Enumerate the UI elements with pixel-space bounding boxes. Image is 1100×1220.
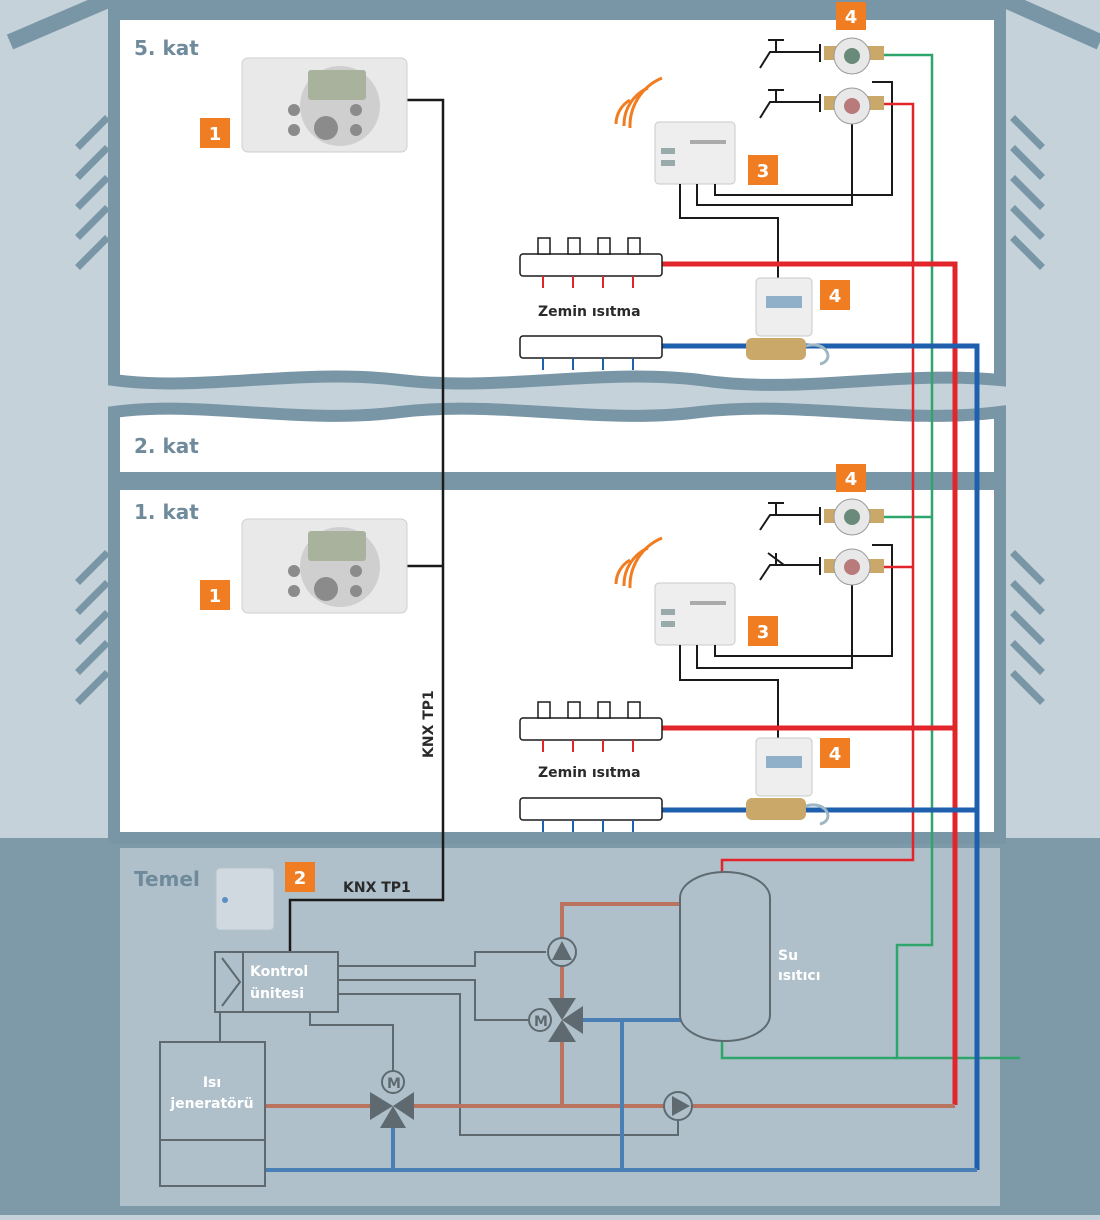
water-heater-tank <box>679 871 771 1042</box>
badge-heat-meter-bottom: 4 <box>820 738 850 768</box>
meter-wiring <box>679 81 893 742</box>
wireless-icon <box>614 76 663 129</box>
heating-supply-riser <box>660 261 958 1105</box>
svg-text:1: 1 <box>209 586 222 607</box>
mixing-valve-icon: M <box>370 1070 414 1128</box>
manifold-return-bottom <box>519 797 663 832</box>
floor-heating-label-top: Zemin ısıtma <box>538 304 641 320</box>
knx-bus-basement-label: KNX TP1 <box>343 880 411 896</box>
knx-bus-vertical-label: KNX TP1 <box>421 690 437 758</box>
floor-5-label: 5. kat <box>134 36 199 60</box>
badge-room-unit-bottom: 1 <box>200 580 230 610</box>
heat-meter-bottom <box>746 737 830 826</box>
svg-text:4: 4 <box>829 286 842 307</box>
badge-knx-gateway: 2 <box>285 862 315 892</box>
badge-room-unit-top: 1 <box>200 118 230 148</box>
floor-2-room <box>108 402 1006 484</box>
manifold-return-top <box>519 335 663 370</box>
pump-icon <box>663 1091 693 1121</box>
cold-water-riser <box>884 53 1020 1060</box>
tap-icon <box>759 39 821 69</box>
badge-heat-meter-top: 4 <box>820 280 850 310</box>
mixing-valve-icon: M <box>528 998 583 1042</box>
water-meter-cold-top <box>824 37 884 75</box>
water-heater-label-1: Su <box>778 948 798 964</box>
svg-text:2: 2 <box>294 868 307 889</box>
heat-generator-label-1: Isı <box>203 1075 221 1091</box>
radio-concentrator-top <box>654 121 736 185</box>
floor-2-label: 2. kat <box>134 434 199 458</box>
knx-gateway-device <box>215 867 275 931</box>
wall-hatching <box>75 115 1045 705</box>
svg-text:4: 4 <box>845 469 858 490</box>
control-unit <box>214 951 339 1013</box>
wireless-icon <box>614 536 663 589</box>
room-unit-top <box>241 57 408 153</box>
hot-water-riser <box>720 102 915 875</box>
cold-water-heater-inlet <box>720 1035 897 1060</box>
svg-text:4: 4 <box>829 744 842 765</box>
water-meter-hot-bottom <box>824 548 884 586</box>
svg-text:1: 1 <box>209 124 222 145</box>
room-unit-bottom <box>241 518 408 614</box>
radio-concentrator-bottom <box>654 582 736 646</box>
floor-1-label: 1. kat <box>134 500 199 524</box>
svg-text:4: 4 <box>845 7 858 28</box>
water-meter-hot-top <box>824 87 884 125</box>
control-wiring <box>219 951 679 1136</box>
control-unit-label-2: ünitesi <box>250 986 304 1002</box>
water-heater-label-2: ısıtıcı <box>778 968 821 984</box>
heat-generator <box>159 1041 266 1187</box>
heat-meter-top <box>746 277 830 366</box>
svg-text:3: 3 <box>757 161 770 182</box>
svg-text:M: M <box>387 1076 401 1092</box>
roof <box>6 0 1100 50</box>
manifold-supply-bottom <box>519 701 663 752</box>
floor-heating-label-bottom: Zemin ısıtma <box>538 765 641 781</box>
badge-radio-concentrator-bottom: 3 <box>748 616 778 646</box>
heat-generator-label-2: jeneratörü <box>169 1096 253 1112</box>
svg-text:3: 3 <box>757 622 770 643</box>
water-meter-cold-bottom <box>824 498 884 536</box>
tap-icon <box>759 552 821 581</box>
badge-water-meters-bottom: 4 <box>836 464 866 492</box>
pump-icon <box>547 937 577 967</box>
control-unit-label-1: Kontrol <box>250 964 308 980</box>
tap-icon <box>759 89 821 119</box>
svg-text:M: M <box>534 1014 548 1030</box>
badge-water-meters-top: 4 <box>836 2 866 30</box>
badge-radio-concentrator-top: 3 <box>748 155 778 185</box>
tap-icon <box>759 502 821 531</box>
basement-label: Temel <box>134 867 200 891</box>
manifold-supply-top <box>519 237 663 288</box>
knx-bus-line <box>288 98 445 952</box>
